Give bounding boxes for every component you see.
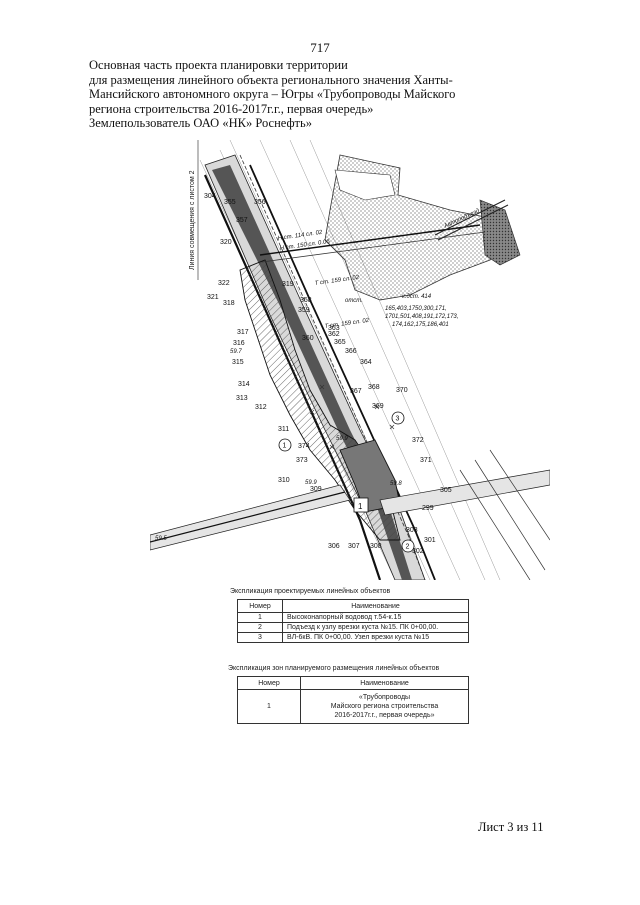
point-label: 321 — [207, 294, 219, 301]
zones-table: Номер Наименование 1 «Трубопроводы Майск… — [237, 676, 469, 724]
document-header: Основная часть проекта планировки террит… — [89, 58, 509, 131]
wells-list: 165,403,1750,300,171, — [385, 306, 447, 312]
row-number: 3 — [237, 632, 283, 643]
point-label: 355 — [224, 199, 236, 206]
row-number: 1 — [237, 689, 301, 724]
point-label: 305 — [440, 487, 452, 494]
row-number: 1 — [237, 612, 283, 623]
point-label: 369 — [372, 403, 384, 410]
wells-list: 174,162,175,186,401 — [392, 322, 449, 328]
point-label: 363 — [328, 325, 340, 332]
point-label: 358 — [300, 297, 312, 304]
point-label: 365 — [334, 339, 346, 346]
point-label: 374 — [298, 443, 310, 450]
point-label: 322 — [218, 280, 230, 287]
zone-number: 1 — [358, 502, 363, 511]
point-label: 310 — [278, 477, 290, 484]
row-name: Высоконапорный водовод т.54-к.15 — [282, 612, 469, 623]
row-number: 2 — [237, 622, 283, 633]
point-label: 306 — [328, 543, 340, 550]
point-label: 311 — [278, 426, 289, 433]
point-label: 302 — [412, 548, 424, 555]
row-name-line: «Трубопроводы — [358, 694, 411, 701]
point-label: 316 — [233, 340, 245, 347]
row-name: ВЛ-6кВ. ПК 0+00,00. Узел врезки куста №1… — [282, 632, 469, 643]
column-header: Номер — [237, 676, 301, 690]
table-row: 3 ВЛ-6кВ. ПК 0+00,00. Узел врезки куста … — [237, 632, 469, 643]
column-header: Номер — [237, 599, 283, 613]
point-label: 319 — [282, 281, 294, 288]
point-label: 314 — [238, 381, 250, 388]
point-label: 312 — [255, 404, 267, 411]
point-label: 362 — [328, 331, 340, 338]
elevation-label: 59.5 — [155, 536, 167, 542]
header-line: региона строительства 2016-2017г.г., пер… — [89, 101, 374, 116]
page-number: 717 — [310, 40, 330, 55]
elevation-label: 59.8 — [390, 481, 402, 487]
point-label: 359 — [298, 307, 310, 314]
point-label: 364 — [360, 359, 372, 366]
point-label: 317 — [237, 329, 249, 336]
row-name: «Трубопроводы Майского региона строитель… — [300, 689, 469, 724]
well-label: к.дст. 414 — [402, 294, 432, 300]
point-label: 360 — [302, 335, 314, 342]
pipe-annotation: Н.ст. 150 сл. 0.0б — [279, 239, 330, 252]
point-label: 357 — [236, 217, 248, 224]
elevation-label: 59.9 — [336, 436, 348, 442]
row-name: Подъезд к узлу врезки куста №15. ПК 0+00… — [282, 622, 469, 633]
point-label: 372 — [412, 437, 424, 444]
object-marker: 1 — [283, 443, 287, 450]
point-label: 301 — [424, 537, 436, 544]
point-label: 366 — [345, 348, 357, 355]
elevation-label: 59.7 — [230, 349, 242, 355]
sheet-number: Лист 3 из 11 — [478, 820, 544, 834]
point-label: 308 — [370, 543, 382, 550]
point-label: 371 — [420, 457, 432, 464]
side-label: Линия совмещения с листом 2 — [189, 170, 196, 270]
header-line: Основная часть проекта планировки террит… — [89, 58, 348, 72]
point-label: 368 — [368, 384, 380, 391]
elevation-label: 59.9 — [305, 480, 317, 486]
table2-caption: Экспликация зон планируемого размещения … — [228, 665, 440, 672]
linear-objects-table: Номер Наименование 1 Высоконапорный водо… — [237, 599, 469, 643]
pad-label: отст. — [345, 298, 363, 304]
wells-list: 1701,501,408,191,172,173, — [385, 314, 458, 320]
table-row: 1 «Трубопроводы Майского региона строите… — [237, 689, 469, 724]
row-name-line: 2016-2017г.г., первая очередь» — [334, 712, 435, 719]
header-line: для размещения линейного объекта региона… — [89, 72, 453, 87]
table-row: 1 Высоконапорный водовод т.54-к.15 — [237, 612, 469, 623]
point-label: 315 — [232, 359, 244, 366]
object-marker: 3 — [396, 416, 400, 423]
map-drawing: Линия совмещения с листом 2 1 — [150, 140, 550, 580]
point-label: 373 — [296, 457, 308, 464]
header-line: Землепользователь ОАО «НК» Роснефть» — [89, 116, 312, 130]
point-label: 299 — [422, 505, 434, 512]
point-label: 307 — [348, 543, 360, 550]
column-header: Наименование — [282, 599, 469, 613]
point-label: 367 — [350, 388, 362, 395]
pipe-annotation: Т ст. 159 сл. 02 — [324, 318, 370, 330]
table1-caption: Экспликация проектируемых линейных объек… — [230, 588, 391, 595]
point-label: 304 — [204, 193, 216, 200]
header-line: Мансийского автономного округа – Югры «Т… — [89, 87, 456, 101]
point-label: 303 — [406, 527, 418, 534]
point-label: 370 — [396, 387, 408, 394]
point-label: 320 — [220, 239, 232, 246]
column-header: Наименование — [300, 676, 469, 690]
row-name-line: Майского региона строительства — [330, 703, 439, 710]
point-label: 309 — [310, 486, 322, 493]
object-marker: 2 — [406, 544, 410, 551]
point-label: 318 — [223, 300, 235, 307]
planning-map: Линия совмещения с листом 2 1 — [150, 140, 550, 580]
point-label: 313 — [236, 395, 248, 402]
table-row: 2 Подъезд к узлу врезки куста №15. ПК 0+… — [237, 622, 469, 633]
point-label: 356 — [254, 199, 266, 206]
